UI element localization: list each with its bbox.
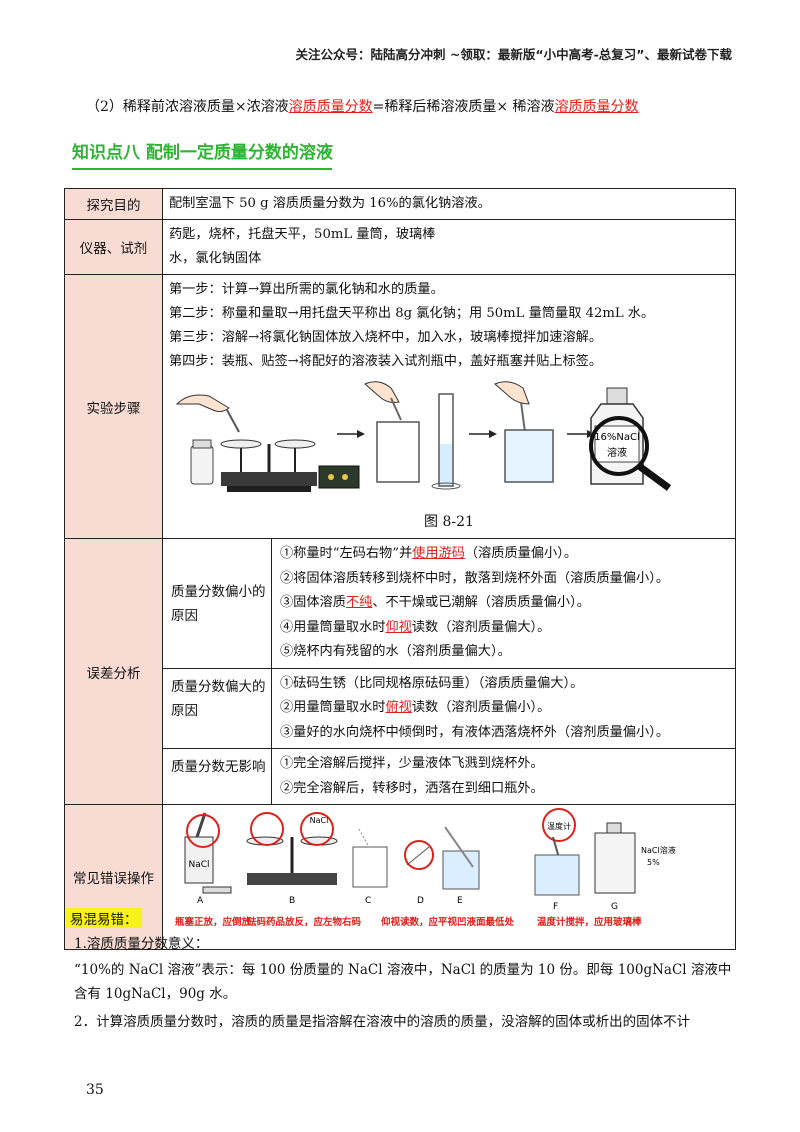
large-item-1: ①砝码生锈（比同规格原砝码重）（溶质质量偏大）。 <box>280 675 584 691</box>
small-item-3-red: 不纯 <box>345 595 373 610</box>
small-item-5: ⑤烧杯内有残留的水（溶剂质量偏大）。 <box>280 644 511 659</box>
figure-caption: 图 8-21 <box>424 514 474 530</box>
small-item-4-b: 读数（溶剂质量偏大）。 <box>411 619 551 635</box>
small-item-1: ①称量时“左码右物”并使用游码（溶质质量偏小）。 <box>280 542 727 567</box>
formula-red2: 溶质质量分数 <box>554 99 639 115</box>
g-bottle-text: NaCl溶液 <box>641 845 676 855</box>
mistakes-illustration: NaCl A NaCl B <box>175 808 676 928</box>
formula-red1: 溶质质量分数 <box>288 99 373 115</box>
small-item-1-a: ①称量时“左码右物”并 <box>280 546 413 561</box>
small-item-3-a: ③固体溶质 <box>280 595 346 610</box>
error-analysis-content: 质量分数偏小的原因 ①称量时“左码右物”并使用游码（溶质质量偏小）。 ②将固体溶… <box>162 538 736 805</box>
instruments-line1: 药匙，烧杯，托盘天平，50mL 量筒，玻璃棒 <box>169 227 436 242</box>
letter-e: E <box>457 896 463 906</box>
large-item-2-a: ②用量筒量取水时 <box>280 700 386 715</box>
steps-content: 第一步：计算→算出所需的氯化钠和水的质量。 第二步：称量和量取→用托盘天平称出 … <box>162 274 736 539</box>
error-small-items: ①称量时“左码右物”并使用游码（溶质质量偏小）。 ②将固体溶质转移到烧杯中时，散… <box>271 539 735 669</box>
small-item-3: ③固体溶质不纯、不干燥或已潮解（溶质质量偏小）。 <box>280 591 727 616</box>
small-item-2: ②将固体溶质转移到烧杯中时，散落到烧杯外面（溶质质量偏小）。 <box>280 570 670 586</box>
large-item-2-red: 俯视 <box>385 700 412 715</box>
thermometer-label: 温度计 <box>547 821 571 831</box>
instruments-row: 仪器、试剂 药匙，烧杯，托盘天平，50mL 量筒，玻璃棒 水，氯化钠固体 <box>64 219 736 275</box>
letter-b: B <box>289 896 295 906</box>
letter-c: C <box>365 896 371 906</box>
error-analysis-label: 误差分析 <box>64 538 163 805</box>
instruments-label: 仪器、试剂 <box>64 219 163 275</box>
nacl-label-b: NaCl <box>310 816 329 825</box>
page-header: 关注公众号：陆陆高分冲刺 ~领取：最新版“小中高考-总复习”、最新试卷下载 <box>295 47 732 62</box>
procedure-figure: 16%NaCl 溶液 <box>169 374 729 508</box>
error-small-row: 质量分数偏小的原因 ①称量时“左码右物”并使用游码（溶质质量偏小）。 ②将固体溶… <box>163 539 735 669</box>
error-large-row: 质量分数偏大的原因 ①砝码生锈（比同规格原砝码重）（溶质质量偏大）。 ②用量筒量… <box>163 667 735 749</box>
section-underline <box>72 168 332 170</box>
error-none-label: 质量分数无影响 <box>163 748 272 804</box>
section-title: 知识点八 配制一定质量分数的溶液 <box>72 143 333 163</box>
confusion-point1-text: “10%的 NaCl 溶液”表示：每 100 份质量的 NaCl 溶液中，NaC… <box>74 962 732 1002</box>
mistakes-row: 常见错误操作 NaCl A <box>64 804 736 950</box>
confusion-tag: 易混易错： <box>66 908 142 928</box>
mistakes-figure: NaCl A NaCl B <box>167 807 731 947</box>
step-2: 第二步：称量和量取→用托盘天平称出 8g 氯化钠；用 50mL 量筒量取 42m… <box>169 306 655 321</box>
none-item-2: ②完全溶解后，转移时，洒落在到细口瓶外。 <box>280 780 544 796</box>
confusion-point1-title: 1.溶质质量分数意义： <box>74 936 209 952</box>
error-none-items: ①完全溶解后搅拌，少量液体飞溅到烧杯外。 ②完全溶解后，转移时，洒落在到细口瓶外… <box>271 748 735 804</box>
error-inner-table: 质量分数偏小的原因 ①称量时“左码右物”并使用游码（溶质质量偏小）。 ②将固体溶… <box>163 539 735 804</box>
formula-part2: =稀释后稀溶液质量× 稀溶液 <box>372 99 555 115</box>
error-small-label: 质量分数偏小的原因 <box>163 539 272 669</box>
caption-a: 瓶塞正放，应倒放 <box>175 916 252 928</box>
small-item-3-b: 、不干燥或已潮解（溶质质量偏小）。 <box>372 595 590 610</box>
step-1: 第一步：计算→算出所需的氯化钠和水的质量。 <box>169 282 444 297</box>
step-4: 第四步：装瓶、贴签→将配好的溶液装入试剂瓶中，盖好瓶塞并贴上标签。 <box>169 354 603 369</box>
letter-a: A <box>197 896 204 906</box>
purpose-value: 配制室温下 50 g 溶质质量分数为 16%的氯化钠溶液。 <box>162 188 736 220</box>
mistakes-content: NaCl A NaCl B <box>162 804 736 950</box>
error-large-label: 质量分数偏大的原因 <box>163 667 272 749</box>
small-item-4-red: 仰视 <box>385 619 412 635</box>
caption-d: 仰视读数，应平视凹液面最低处 <box>381 916 515 928</box>
page-number: 35 <box>86 1082 104 1098</box>
error-none-row: 质量分数无影响 ①完全溶解后搅拌，少量液体飞溅到烧杯外。 ②完全溶解后，转移时，… <box>163 748 735 804</box>
instruments-line2: 水，氯化钠固体 <box>169 251 262 266</box>
caption-f: 温度计搅拌，应用玻璃棒 <box>537 916 642 928</box>
formula-part1: （2）稀释前浓溶液质量×浓溶液 <box>86 99 289 115</box>
instruments-value: 药匙，烧杯，托盘天平，50mL 量筒，玻璃棒 水，氯化钠固体 <box>162 219 736 275</box>
steps-label: 实验步骤 <box>64 274 163 539</box>
g-bottle-pct: 5% <box>647 858 660 867</box>
small-item-4-a: ④用量筒量取水时 <box>280 619 386 635</box>
dilution-formula: （2）稀释前浓溶液质量×浓溶液溶质质量分数=稀释后稀溶液质量× 稀溶液溶质质量分… <box>86 96 639 116</box>
small-item-4: ④用量筒量取水时仰视读数（溶剂质量偏大）。 <box>280 616 727 641</box>
large-item-3: ③量好的水向烧杯中倾倒时，有液体洒落烧杯外（溶剂质量偏小）。 <box>280 724 670 740</box>
letter-f: F <box>553 902 558 912</box>
none-item-1: ①完全溶解后搅拌，少量液体飞溅到烧杯外。 <box>280 756 544 771</box>
small-item-1-b: （溶质质量偏小）。 <box>464 546 578 561</box>
purpose-label: 探究目的 <box>64 188 163 220</box>
step-3: 第三步：溶解→将氯化钠固体放入烧杯中，加入水，玻璃棒搅拌加速溶解。 <box>169 330 603 345</box>
error-large-items: ①砝码生锈（比同规格原砝码重）（溶质质量偏大）。 ②用量筒量取水时俯视读数（溶剂… <box>271 667 735 749</box>
large-item-2: ②用量筒量取水时俯视读数（溶剂质量偏小）。 <box>280 696 727 721</box>
steps-row: 实验步骤 第一步：计算→算出所需的氯化钠和水的质量。 第二步：称量和量取→用托盘… <box>64 274 736 539</box>
small-item-1-red: 使用游码 <box>412 546 465 561</box>
experiment-table: 探究目的 配制室温下 50 g 溶质质量分数为 16%的氯化钠溶液。 仪器、试剂… <box>64 188 736 950</box>
confusion-point2-text: 2．计算溶质质量分数时，溶质的质量是指溶解在溶液中的溶质的质量，没溶解的固体或析… <box>74 1014 691 1030</box>
letter-g: G <box>611 902 618 912</box>
large-item-2-b: 读数（溶剂质量偏小）。 <box>411 700 551 715</box>
caption-b: 砝码药品放反，应左物右码 <box>247 916 362 928</box>
error-analysis-row: 误差分析 质量分数偏小的原因 ①称量时“左码右物”并使用游码（溶质质量偏小）。 … <box>64 538 736 805</box>
procedure-illustration: 16%NaCl 溶液 <box>175 381 672 492</box>
letter-d: D <box>417 896 424 906</box>
purpose-row: 探究目的 配制室温下 50 g 溶质质量分数为 16%的氯化钠溶液。 <box>64 188 736 220</box>
bottle-label-bottom: 溶液 <box>607 446 627 459</box>
nacl-label-a: NaCl <box>188 860 209 870</box>
bottle-label-top: 16%NaCl <box>594 432 640 443</box>
